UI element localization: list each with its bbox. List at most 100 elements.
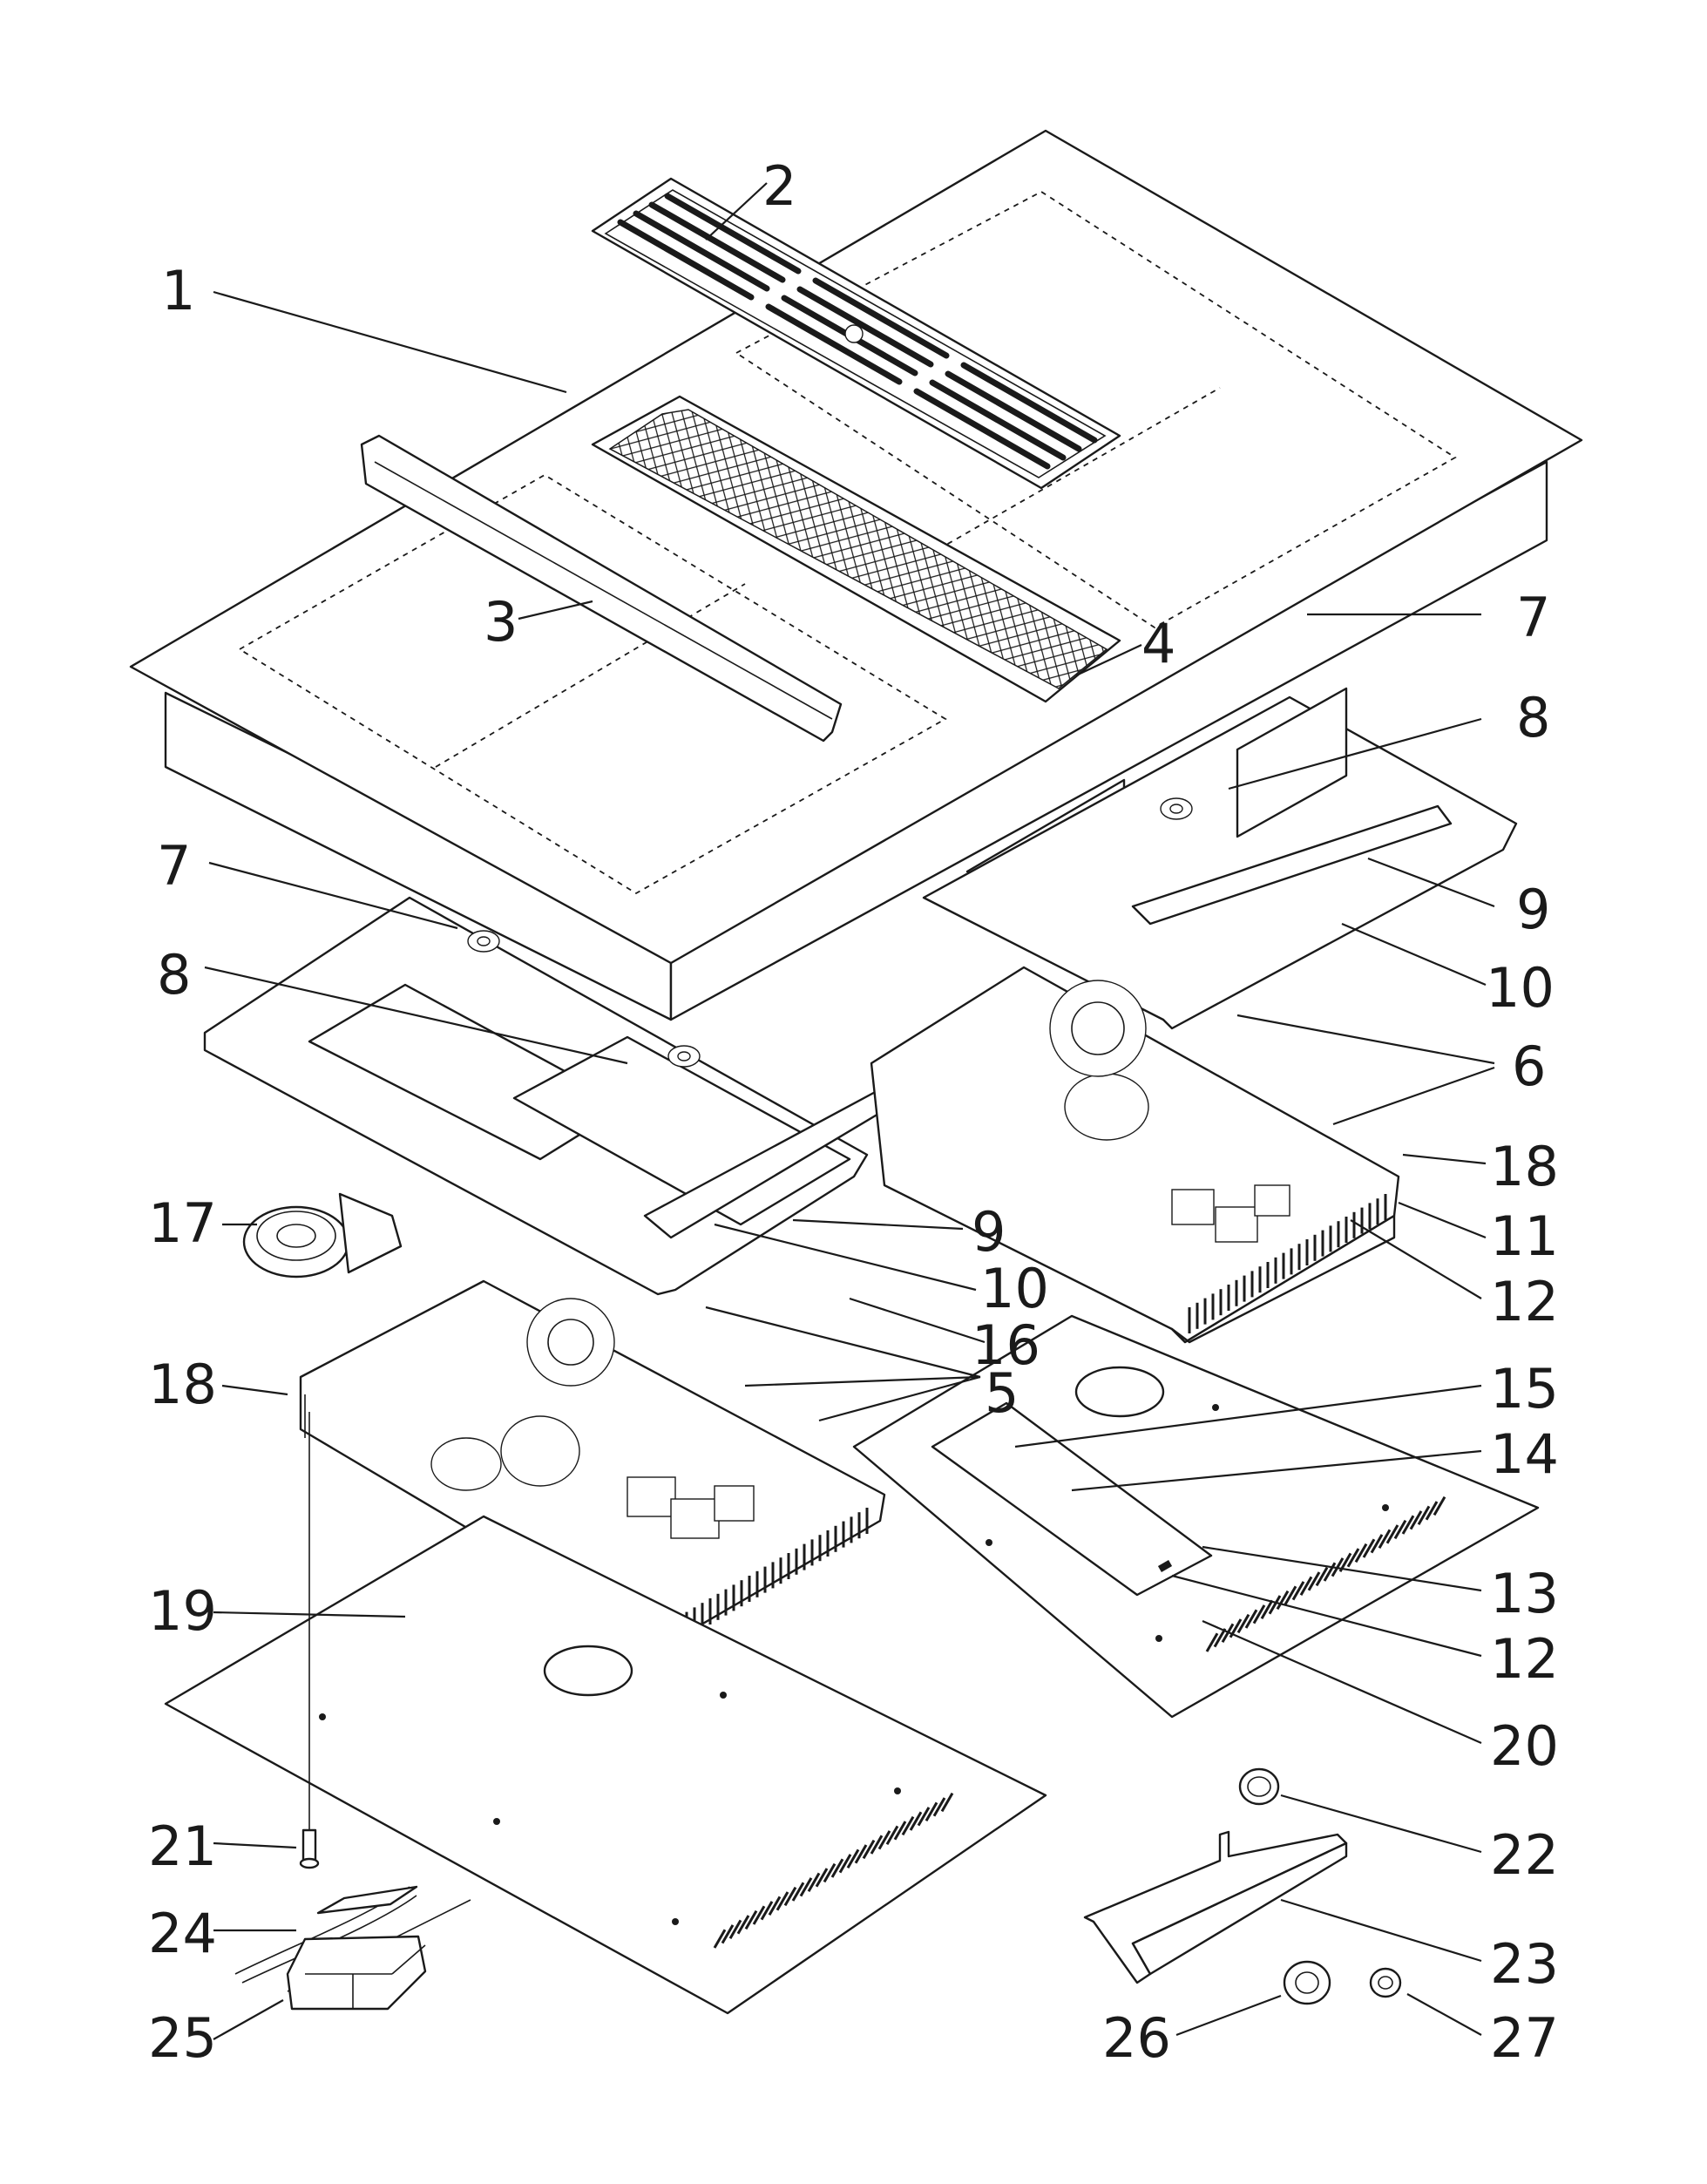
left-coil-carrier — [203, 896, 899, 1296]
vent-slot — [1268, 1595, 1282, 1615]
vent-slot — [1244, 1609, 1258, 1629]
callout-19: 19 — [148, 1579, 217, 1643]
grille-slot — [812, 277, 950, 359]
vent-slot — [1409, 1510, 1423, 1530]
callout-2: 2 — [762, 154, 796, 218]
callout-8-right: 8 — [1516, 686, 1550, 749]
callout-25: 25 — [148, 2006, 217, 2070]
callout-14: 14 — [1490, 1422, 1559, 1486]
left-base-tray — [164, 1515, 1047, 2015]
grille-slot — [664, 193, 802, 275]
vent-slot — [917, 1807, 931, 1827]
vent-slot — [1260, 1599, 1274, 1619]
callout-20: 20 — [1490, 1714, 1559, 1778]
terminal-block — [286, 1935, 427, 2011]
callout-labels: 1 2 3 4 5 6 7 7 8 8 9 9 10 10 11 12 12 1… — [148, 154, 1559, 2070]
vent-slot — [783, 1886, 797, 1907]
callout-18-left: 18 — [148, 1353, 217, 1416]
callout-1: 1 — [161, 259, 195, 322]
callout-8-left: 8 — [157, 943, 191, 1007]
vent-slot — [1299, 1576, 1313, 1596]
callout-16: 16 — [972, 1313, 1040, 1377]
vent-slot — [713, 1929, 727, 1949]
leader-lines — [204, 182, 1495, 2040]
callout-9-center: 9 — [972, 1200, 1006, 1264]
callout-11: 11 — [1490, 1204, 1559, 1268]
vent-slot — [1205, 1632, 1219, 1652]
grille-slot — [945, 370, 1082, 452]
vent-slot — [893, 1821, 907, 1841]
grille-slot — [796, 286, 934, 368]
callout-10-right: 10 — [1486, 956, 1555, 1020]
vent-slot — [1346, 1548, 1360, 1568]
callout-3: 3 — [484, 590, 518, 654]
vent-slot — [1370, 1534, 1384, 1554]
vent-slot — [925, 1801, 938, 1821]
vent-slot — [877, 1830, 891, 1850]
vent-slot — [1307, 1571, 1321, 1591]
grille-slot — [960, 362, 1098, 444]
vent-slot — [1315, 1566, 1329, 1587]
vent-slot — [736, 1915, 750, 1935]
vent-slot — [815, 1868, 829, 1888]
vent-slot — [932, 1797, 946, 1817]
trim-strip — [360, 434, 843, 743]
vent-grille — [591, 177, 1121, 490]
vent-slot — [1385, 1524, 1399, 1544]
screw — [299, 1412, 320, 1869]
vent-slot — [1401, 1515, 1415, 1535]
extraction-mesh — [591, 395, 1121, 703]
fan-unit — [242, 1192, 403, 1279]
vent-slot — [776, 1891, 789, 1911]
vent-slot — [885, 1825, 899, 1845]
vent-slot — [870, 1835, 884, 1855]
callout-13: 13 — [1490, 1562, 1559, 1625]
vent-slot — [1354, 1543, 1368, 1563]
callout-7-top: 7 — [1516, 586, 1550, 649]
right-coil-carrier — [922, 687, 1518, 1030]
callout-23: 23 — [1490, 1932, 1559, 1996]
vent-slot — [909, 1811, 923, 1831]
vent-slot — [854, 1844, 868, 1864]
callout-4: 4 — [1141, 612, 1175, 675]
callout-7-left: 7 — [157, 834, 191, 898]
vent-slot — [728, 1919, 742, 1939]
vent-slot — [799, 1877, 813, 1897]
grille-slot — [633, 210, 770, 292]
callout-9-right: 9 — [1516, 878, 1550, 941]
vent-slot — [1393, 1519, 1407, 1540]
grille-slot — [913, 388, 1051, 470]
vent-slot — [1378, 1529, 1392, 1549]
vent-slot — [1291, 1581, 1305, 1601]
callout-10-center: 10 — [980, 1257, 1049, 1320]
grille-slot — [929, 379, 1067, 461]
callout-22: 22 — [1490, 1823, 1559, 1887]
mounting-bracket — [1083, 1830, 1348, 1984]
vent-slot — [1236, 1613, 1250, 1634]
callout-26: 26 — [1102, 2006, 1171, 2070]
vent-slot — [830, 1858, 844, 1878]
callout-5: 5 — [985, 1361, 1019, 1425]
callout-12-lower: 12 — [1490, 1627, 1559, 1691]
callout-18-right: 18 — [1490, 1135, 1559, 1198]
vent-slot — [838, 1854, 852, 1874]
grille-slot — [648, 201, 786, 283]
callout-6: 6 — [1512, 1034, 1546, 1098]
washer-small — [1369, 1967, 1402, 1998]
vent-slot — [1276, 1590, 1290, 1611]
callout-24: 24 — [148, 1902, 217, 1965]
vent-slot — [1213, 1628, 1227, 1648]
callout-27: 27 — [1490, 2006, 1559, 2070]
vent-slot — [744, 1909, 758, 1930]
vent-slot — [721, 1924, 735, 1944]
vent-slot — [940, 1792, 954, 1813]
grommet — [1238, 1767, 1280, 1806]
washer-large — [1283, 1960, 1331, 2005]
vent-slot — [807, 1872, 821, 1892]
vent-slot — [1323, 1562, 1337, 1582]
vent-slot — [760, 1901, 774, 1921]
vent-slot — [752, 1905, 766, 1925]
right-base-tray — [852, 1314, 1540, 1719]
vent-slot — [846, 1848, 860, 1869]
